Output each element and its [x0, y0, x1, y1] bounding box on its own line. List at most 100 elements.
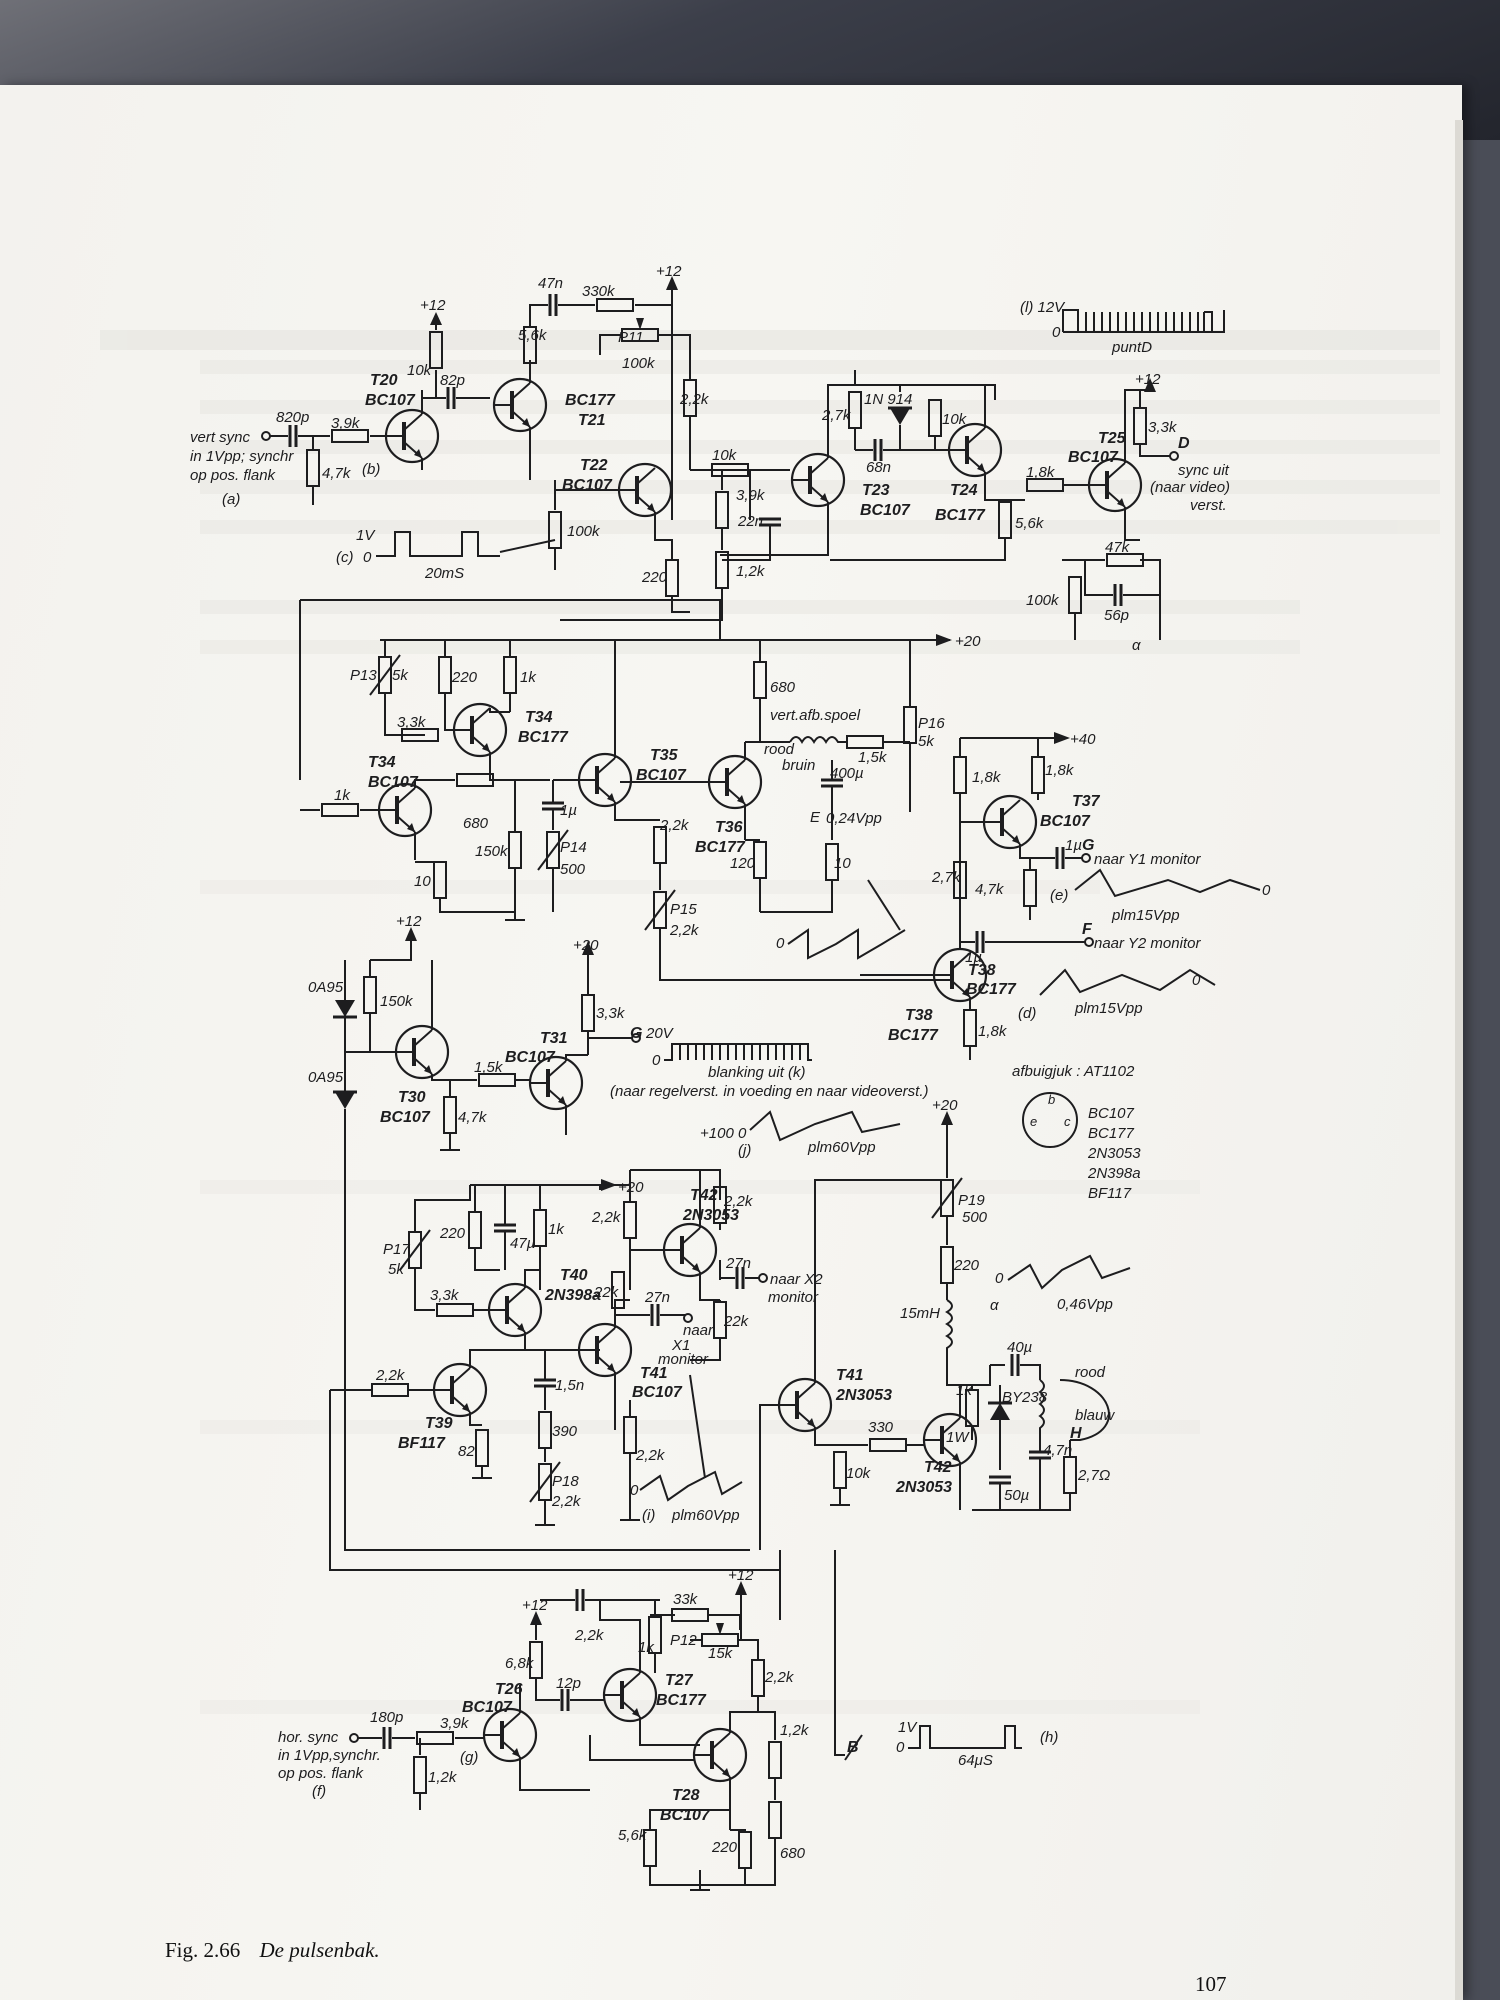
p11-label: P11	[618, 329, 644, 346]
svg-text:33k: 33k	[673, 1591, 699, 1608]
diode-1n914-top: 1N 914	[864, 391, 912, 408]
svg-text:4,7k: 4,7k	[975, 881, 1005, 898]
figure-number: Fig. 2.66	[165, 1938, 241, 1962]
sync-output-section: T23 BC107 2,7k 68n 1N 914 10k T24 BC177 …	[720, 299, 1230, 654]
transistor-t39	[577, 1322, 633, 1378]
svg-text:680: 680	[770, 679, 796, 696]
svg-text:500: 500	[962, 1209, 988, 1226]
svg-text:2,2k: 2,2k	[679, 391, 710, 408]
t22-ref: T22	[580, 457, 608, 474]
vert-sync-label-2: in 1Vpp; synchr	[190, 448, 294, 465]
t28-ref: T28	[672, 1787, 700, 1804]
diode-0a95-1: 0A95	[308, 979, 344, 996]
svg-text:2,2k: 2,2k	[574, 1627, 605, 1644]
svg-text:150k: 150k	[475, 843, 509, 860]
svg-text:3,9k: 3,9k	[331, 415, 361, 432]
svg-text:2,2k: 2,2k	[551, 1493, 582, 1510]
waveform-l-label: (l) 12V	[1020, 299, 1066, 316]
svg-text:400µ: 400µ	[830, 765, 864, 782]
svg-text:680: 680	[463, 815, 489, 832]
p19-label: P19	[958, 1192, 985, 1209]
t42-type: 2N3053	[895, 1479, 952, 1496]
hor-sync-label-3: op pos. flank	[278, 1765, 365, 1782]
figure-title: De pulsenbak.	[259, 1938, 380, 1962]
hor-sync-label-1: hor. sync	[278, 1729, 339, 1746]
waveform-i-amplitude: plm60Vpp	[671, 1507, 740, 1524]
svg-text:1,5k: 1,5k	[858, 749, 888, 766]
t27-type: BC177	[656, 1692, 707, 1709]
transistor-t37	[432, 1362, 488, 1418]
p15-label: P15	[670, 901, 697, 918]
svg-text:1,2k: 1,2k	[428, 1769, 458, 1786]
transistor-pinout: b e c BC107 BC177 2N3053 2N398a BF117	[1022, 1092, 1141, 1202]
svg-text:2,2k: 2,2k	[635, 1447, 666, 1464]
svg-text:56p: 56p	[1104, 607, 1129, 624]
t38-ref: T40	[560, 1267, 588, 1284]
svg-text:3,3k: 3,3k	[397, 714, 427, 731]
svg-text:680: 680	[780, 1845, 806, 1862]
to-x2-label-1: naar X2	[770, 1271, 823, 1288]
punt-d-label: puntD	[1111, 339, 1152, 356]
svg-text:1,8k: 1,8k	[972, 769, 1002, 786]
t35-ref: T38	[968, 962, 996, 979]
svg-text:1V: 1V	[356, 527, 376, 544]
hor-deflection-section: +100 0 (j) plm60Vpp +20 220 47µ 1k P17 5…	[329, 1097, 1131, 1571]
svg-text:α: α	[1132, 637, 1141, 654]
svg-text:H: H	[1070, 1425, 1082, 1442]
svg-text:6,8k: 6,8k	[505, 1655, 535, 1672]
transistor-t38	[487, 1282, 543, 1338]
t35-type: BC177	[966, 981, 1017, 998]
svg-text:2,2k: 2,2k	[764, 1669, 795, 1686]
svg-text:10k: 10k	[942, 411, 968, 428]
svg-text:1,2k: 1,2k	[780, 1722, 810, 1739]
blanking-note-label: (naar regelverst. in voeding en naar vid…	[610, 1083, 929, 1100]
t29-type: BC107	[380, 1109, 431, 1126]
deflection-coil-label: vert.afb.spoel	[770, 707, 861, 724]
svg-text:+40: +40	[1070, 731, 1096, 748]
svg-text:α: α	[990, 1297, 999, 1314]
svg-text:1k: 1k	[638, 1639, 655, 1656]
t32-ref: T34	[525, 709, 553, 726]
svg-text:15k: 15k	[708, 1645, 734, 1662]
transistor-t36	[982, 794, 1038, 850]
svg-text:3,3k: 3,3k	[1148, 419, 1178, 436]
diode-by238: BY238	[1002, 1389, 1048, 1406]
t24-ref: T24	[950, 482, 978, 499]
page-number: 107	[1195, 1972, 1227, 1996]
transistor-t31	[377, 782, 433, 838]
waveform-d-label: (d)	[1018, 1005, 1036, 1022]
svg-text:10: 10	[414, 873, 431, 890]
svg-text:0: 0	[652, 1052, 661, 1069]
t21-type: BC177	[565, 392, 616, 409]
svg-text:0: 0	[363, 549, 372, 566]
svg-text:G: G	[1082, 837, 1094, 854]
svg-text:0: 0	[738, 1125, 747, 1142]
wire-rood-label: rood	[764, 741, 795, 758]
svg-text:1µ: 1µ	[1065, 837, 1082, 854]
svg-text:1,2k: 1,2k	[736, 563, 766, 580]
svg-text:22k: 22k	[723, 1313, 750, 1330]
waveform-e-amplitude: 0,24Vpp	[826, 810, 882, 827]
t27-ref: T27	[665, 1672, 694, 1689]
svg-text:1V: 1V	[898, 1719, 918, 1736]
svg-text:+12: +12	[522, 1597, 548, 1614]
svg-text:+20: +20	[955, 633, 981, 650]
svg-text:10k: 10k	[846, 1465, 872, 1482]
svg-text:47k: 47k	[1105, 539, 1131, 556]
svg-text:220: 220	[641, 569, 668, 586]
svg-text:+20: +20	[932, 1097, 958, 1114]
t34-type: BC177	[695, 839, 746, 856]
svg-text:1,8k: 1,8k	[1045, 762, 1075, 779]
svg-text:1,5n: 1,5n	[555, 1377, 584, 1394]
svg-text:82: 82	[458, 1443, 475, 1460]
hor-sync-label-4: (f)	[312, 1783, 326, 1800]
waveform-k-pulses	[664, 1043, 812, 1061]
pinout-type-2: BC177	[1088, 1125, 1135, 1142]
svg-text:2,2k: 2,2k	[375, 1367, 406, 1384]
t33-ref: T35	[650, 747, 679, 764]
t34-ref: T36	[715, 819, 743, 836]
waveform-h-amplitude: 0,46Vpp	[1057, 1296, 1113, 1313]
t30-type: BC107	[505, 1049, 556, 1066]
t25-type: BC107	[1068, 449, 1119, 466]
waveform-c-period: 20mS	[424, 565, 464, 582]
